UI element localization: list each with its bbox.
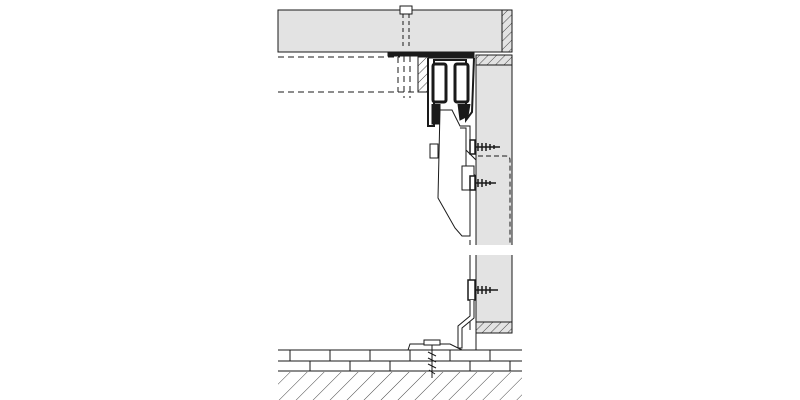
mounting-screws	[467, 139, 500, 301]
floor-tiles	[278, 349, 522, 372]
floor-hatch	[278, 372, 522, 400]
screw-icon	[469, 139, 500, 155]
door-panel	[469, 54, 513, 350]
hidden-cabinet-outline	[278, 56, 418, 98]
door-hanger	[429, 109, 477, 237]
bottom-guide	[407, 300, 475, 378]
top-track	[387, 51, 475, 127]
top-panel	[277, 5, 513, 53]
carriage-rollers	[431, 62, 471, 125]
screw-icon	[469, 175, 496, 191]
